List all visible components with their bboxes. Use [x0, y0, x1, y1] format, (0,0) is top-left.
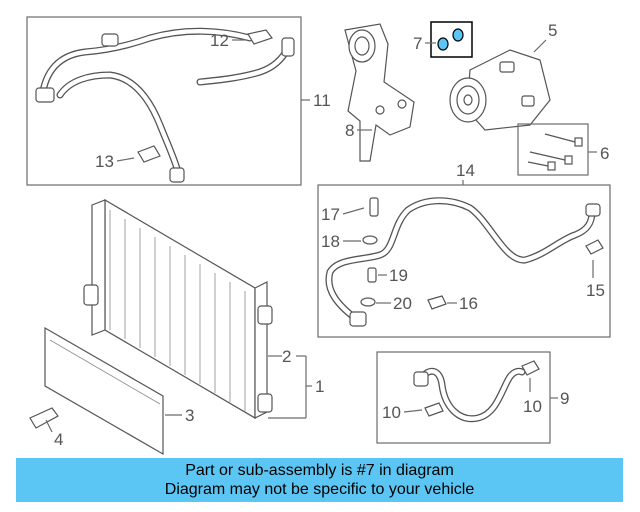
callout-13: 13: [95, 152, 114, 171]
condenser-fins: [109, 210, 246, 411]
hose-assembly-group-11: [26, 16, 310, 186]
callout-8: 8: [345, 121, 354, 140]
callout-9: 9: [560, 389, 569, 408]
callout-1: 1: [315, 377, 324, 396]
hose-assembly-group-9: [376, 351, 558, 444]
bracket-4: [29, 407, 59, 433]
callout-10a: 10: [382, 403, 401, 422]
callout-5: 5: [548, 21, 557, 40]
callout-16: 16: [459, 294, 478, 313]
leader-5: [533, 39, 547, 53]
callout-4: 4: [54, 430, 63, 449]
callout-11: 11: [313, 91, 331, 110]
callout-10b: 10: [523, 397, 542, 416]
callout-17: 17: [321, 205, 340, 224]
compressor-bracket-8: [344, 23, 415, 162]
condenser-1: [83, 198, 273, 420]
callout-7: 7: [413, 34, 422, 53]
banner-line-disclaimer: Diagram may not be specific to your vehi…: [164, 481, 475, 498]
leader-17: [342, 207, 365, 215]
seal-panel-3: [44, 326, 164, 456]
highlighted-part-7: [430, 21, 473, 58]
callout-14: 14: [456, 161, 475, 180]
callout-12: 12: [210, 31, 229, 50]
callout-2: 2: [282, 347, 291, 366]
callout-3: 3: [185, 406, 194, 425]
diagram-notice-banner: Part or sub-assembly is #7 in diagram Di…: [16, 458, 623, 502]
line-assembly-group-14: [317, 184, 611, 338]
callout-6: 6: [600, 144, 609, 163]
leader-13: [116, 157, 135, 162]
ac-compressor-5: [449, 49, 551, 131]
callout-18: 18: [321, 232, 340, 251]
callout-20: 20: [393, 294, 412, 313]
callout-19: 19: [389, 266, 408, 285]
banner-line-part-number: Part or sub-assembly is #7 in diagram: [185, 462, 454, 479]
bolts-group-6: [517, 123, 597, 176]
callout-15: 15: [586, 281, 605, 300]
leader-10a: [403, 409, 423, 413]
